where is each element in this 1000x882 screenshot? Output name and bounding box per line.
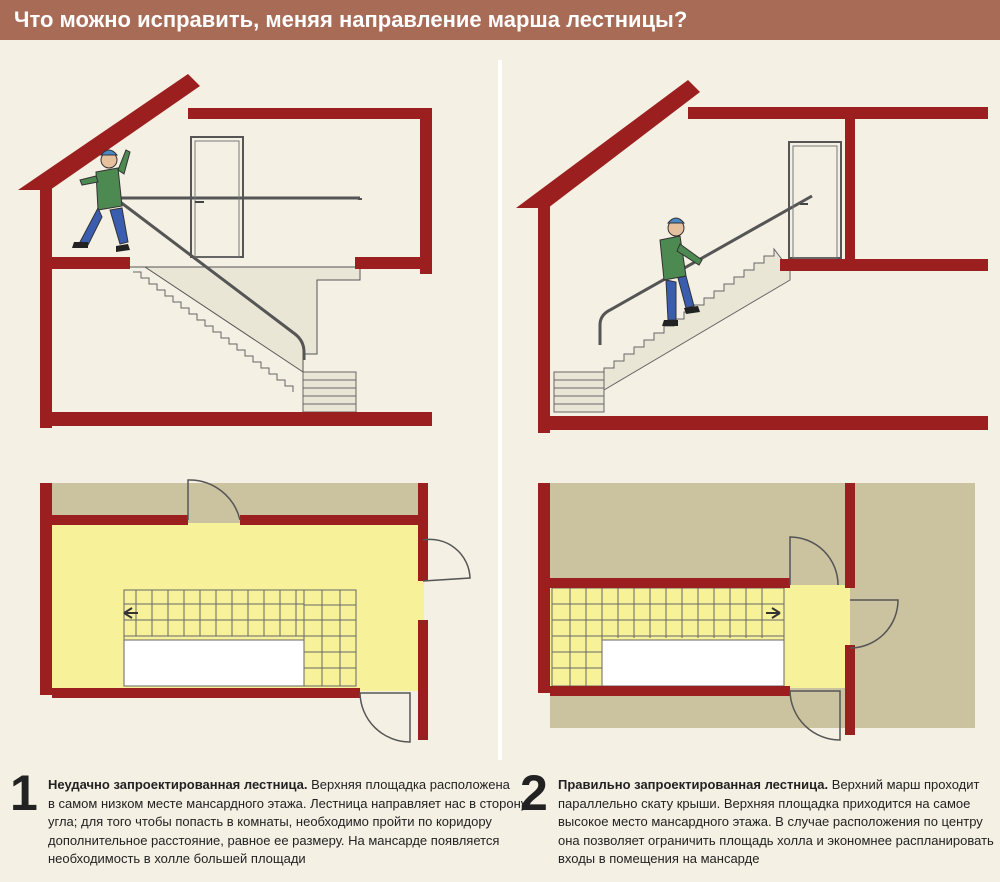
title-bar: Что можно исправить, меняя направление м…: [0, 0, 1000, 40]
illustration: [18, 60, 988, 760]
caption-text: Неудачно запроектированная лестница. Вер…: [48, 776, 527, 869]
roof: [18, 74, 200, 190]
floor-lower: [538, 416, 988, 430]
floor-lower: [40, 412, 432, 426]
partition-wall: [845, 107, 855, 267]
caption-heading: Неудачно запроектированная лестница.: [48, 777, 308, 792]
caption-line: угла; для того чтобы попасть в комнаты, …: [48, 814, 492, 829]
plan-stairwell-opening: [601, 639, 785, 687]
door: [788, 141, 842, 259]
stair-steps-lower: [553, 371, 605, 413]
handrail: [598, 194, 813, 345]
caption-line: Верхняя площадка расположена: [311, 777, 510, 792]
caption-line: в самом низком месте мансардного этажа. …: [48, 795, 528, 811]
caption-number: 1: [10, 765, 38, 821]
wall-right-upper: [420, 108, 432, 274]
door-arc-icon: [849, 599, 899, 649]
floor-upper-left: [40, 257, 130, 269]
section-left-bad: [18, 74, 471, 743]
stair-profile: [603, 247, 791, 391]
door-arc-icon: [359, 692, 411, 743]
caption-line: высокое место мансардного этажа. В случа…: [558, 814, 983, 829]
man-climbing-stairs-icon: [72, 149, 131, 252]
caption-line: параллельно скату крыши. Верхняя площадк…: [558, 795, 971, 811]
door-arc-icon: [187, 479, 241, 521]
door-arc-icon: [789, 690, 841, 741]
door-arc-icon: [422, 538, 471, 582]
wall-left: [538, 205, 550, 433]
stair-steps-upper: [133, 271, 294, 392]
plan-stairwell-opening: [123, 639, 305, 687]
stair-profile: [125, 266, 361, 373]
wall-left: [40, 188, 52, 428]
caption-line: дополнительное расстояние, равное ее раз…: [48, 832, 500, 848]
caption-line: входы в помещения на мансарде: [558, 851, 760, 866]
stair-steps-lower: [302, 371, 357, 413]
caption-line: Верхний марш проходит: [831, 777, 980, 792]
man-climbing-stairs-icon: [659, 217, 703, 326]
page-title: Что можно исправить, меняя направление м…: [14, 7, 688, 32]
ceiling: [688, 107, 988, 119]
handrail: [114, 196, 306, 360]
section-right-good: [516, 80, 988, 741]
arrow-left-icon: [123, 607, 138, 619]
caption-text: Правильно запроектированная лестница. Ве…: [558, 776, 994, 869]
caption-heading: Правильно запроектированная лестница.: [558, 777, 829, 792]
caption-number: 2: [520, 765, 548, 821]
caption-line: она позволяет ограничить площадь холла и…: [558, 832, 994, 848]
floor-upper-right: [355, 257, 432, 269]
roof: [516, 80, 700, 208]
arrow-right-icon: [766, 607, 781, 619]
floor-upper: [780, 259, 988, 271]
ceiling: [188, 108, 432, 119]
stair-step-lines: [303, 379, 356, 405]
door-arc-icon: [789, 536, 839, 586]
caption-line: необходимость в холле большей площади: [48, 851, 306, 866]
